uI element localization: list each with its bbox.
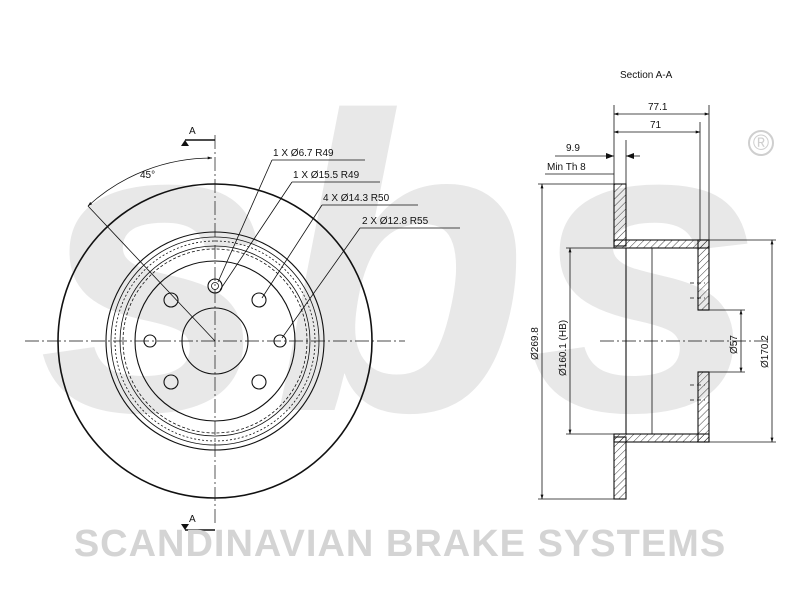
dim-min-th-label: Min Th 8 <box>547 162 586 173</box>
dim-170-2-label: Ø170.2 <box>760 335 771 368</box>
hat-wall-lower <box>613 433 710 443</box>
dim-9-9-arrow-right <box>626 153 634 159</box>
leader-callout-1 <box>217 159 273 283</box>
locating-hole-right <box>273 334 287 348</box>
hat-hidden-ring <box>122 248 308 434</box>
bolt-hole <box>163 374 179 390</box>
dim-9-9-arrow-left <box>606 153 614 159</box>
disc-outer-edge <box>57 183 373 499</box>
hat-knurl-ring <box>114 240 316 442</box>
section-marker-top-arrow <box>181 140 189 146</box>
registered-circle <box>748 130 774 156</box>
hub-face-lower <box>697 371 710 443</box>
pin-hole-inner <box>211 282 219 290</box>
hat-outer-step <box>110 236 320 446</box>
braking-band-inner <box>105 231 325 451</box>
leader-callout-2 <box>219 181 293 291</box>
leader-callout-4 <box>281 227 361 339</box>
section-marker-top-label: A <box>189 126 196 137</box>
dim-57-label: Ø57 <box>729 335 740 354</box>
bolt-hole <box>251 374 267 390</box>
friction-ring-lower <box>613 436 627 500</box>
hub-face <box>134 260 296 422</box>
callout-2-text: 1 X Ø15.5 R49 <box>293 170 360 181</box>
section-marker-bottom-label: A <box>189 514 196 525</box>
watermark-logo-text: sbs <box>38 31 762 500</box>
dim-77-1-label: 77.1 <box>648 102 668 113</box>
pin-hole <box>207 278 223 294</box>
callout-1-text: 1 X Ø6.7 R49 <box>273 148 334 159</box>
hub-face-upper <box>697 239 710 311</box>
hat-wall-upper <box>613 239 710 249</box>
bolt-hole <box>251 292 267 308</box>
locating-hole-left <box>143 334 157 348</box>
callout-3-text: 4 X Ø14.3 R50 <box>323 193 390 204</box>
leader-callout-3 <box>261 204 323 299</box>
section-view: Section A-A 77.1 71 9.9 <box>530 70 776 500</box>
front-view: 1 X Ø6.7 R49 1 X Ø15.5 R49 4 X Ø14.3 R50… <box>25 126 460 531</box>
callout-4-text: 2 X Ø12.8 R55 <box>362 216 429 227</box>
center-bore <box>181 307 249 375</box>
section-marker-bottom-arrow <box>181 524 189 530</box>
dim-160-1-label: Ø160.1 (HB) <box>558 320 569 376</box>
watermark-logo: sbs <box>38 31 762 500</box>
section-title: Section A-A <box>620 70 673 81</box>
hat-outer-ring <box>119 245 311 437</box>
bolt-hole <box>163 292 179 308</box>
dim-71-label: 71 <box>650 120 662 131</box>
angle-45-label: 45° <box>140 170 155 181</box>
dim-269-8-label: Ø269.8 <box>530 327 541 360</box>
registered-mark: ® <box>753 130 769 155</box>
dim-9-9-label: 9.9 <box>566 143 580 154</box>
watermark-brand-line: SCANDINAVIAN BRAKE SYSTEMS <box>74 523 726 565</box>
angle-45-arc <box>87 156 213 207</box>
angle-45-line <box>87 205 216 342</box>
friction-ring-upper <box>613 183 627 247</box>
